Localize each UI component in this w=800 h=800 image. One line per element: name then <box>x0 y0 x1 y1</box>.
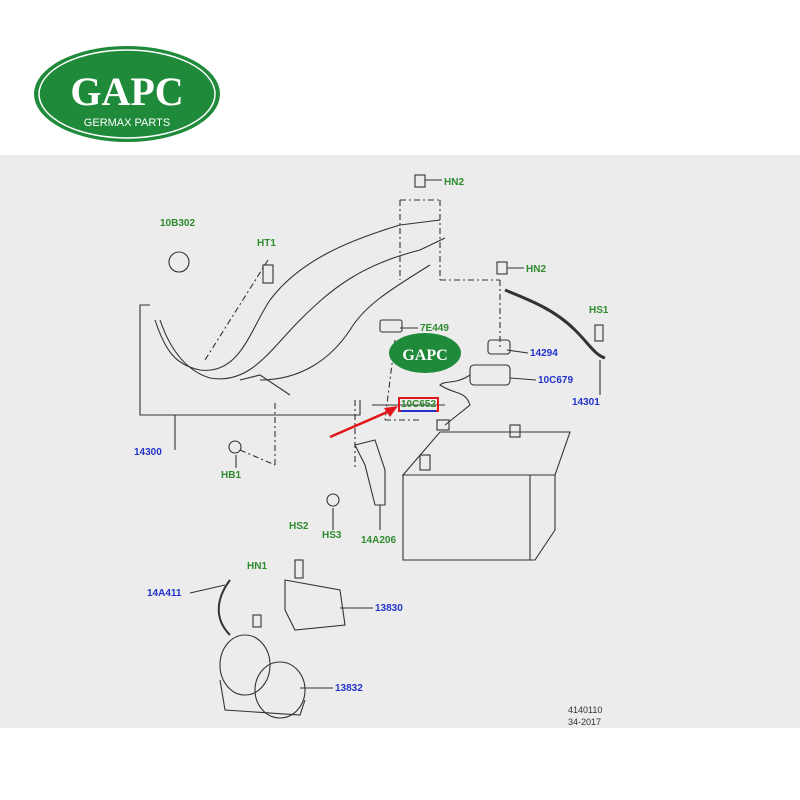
diagram-panel <box>0 155 800 728</box>
part-label-14294: 14294 <box>530 348 558 359</box>
part-label-HN1: HN1 <box>247 561 268 572</box>
part-label-10C652: 10C652 <box>401 399 437 412</box>
svg-text:GERMAX PARTS: GERMAX PARTS <box>84 117 170 129</box>
part-label-14A206: 14A206 <box>361 535 397 546</box>
part-label-HS1: HS1 <box>589 305 609 316</box>
reference-number: 4140110 <box>568 705 603 715</box>
highlighted-part-10C652[interactable]: 10C652 <box>398 397 440 412</box>
part-label-14301: 14301 <box>572 397 600 408</box>
part-label-HN2: HN2 <box>444 177 465 188</box>
part-label-10B302: 10B302 <box>160 218 196 229</box>
part-label-10C679: 10C679 <box>538 375 574 386</box>
part-label-HS3: HS3 <box>322 530 342 541</box>
part-label-HS2: HS2 <box>289 521 309 532</box>
part-label-HT1: HT1 <box>257 238 276 249</box>
part-label-7E449: 7E449 <box>420 323 449 334</box>
part-label-14A411: 14A411 <box>147 588 182 599</box>
part-label-13830: 13830 <box>375 603 403 614</box>
part-label-HN2: HN2 <box>526 264 547 275</box>
germax-logo: GAPC GERMAX PARTS <box>33 45 221 143</box>
part-label-HB1: HB1 <box>221 470 242 481</box>
reference-date: 34-2017 <box>568 717 602 727</box>
svg-text:GAPC: GAPC <box>70 69 183 114</box>
part-label-13832: 13832 <box>335 683 363 694</box>
svg-text:GAPC: GAPC <box>402 347 447 364</box>
germax-watermark-logo: GAPC <box>389 333 461 373</box>
part-label-14300: 14300 <box>134 447 162 458</box>
